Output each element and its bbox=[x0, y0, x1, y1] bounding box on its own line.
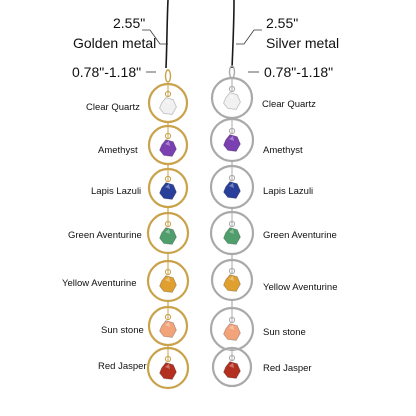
right-ring-size: 0.78"-1.18" bbox=[264, 64, 334, 80]
gold-quartz-stone bbox=[159, 97, 177, 115]
gold-jump-ring bbox=[164, 132, 172, 140]
gold-jump-ring bbox=[164, 220, 172, 228]
silver-jump-ring bbox=[228, 127, 236, 135]
gold-amethyst-stone bbox=[159, 139, 177, 157]
gold-jump-ring bbox=[164, 90, 172, 98]
gold-red-jasper-stone bbox=[159, 362, 177, 380]
right-stone-label: Clear Quartz bbox=[262, 99, 316, 110]
gold-stone-facet bbox=[165, 99, 170, 104]
right-stone-label: Amethyst bbox=[263, 145, 303, 156]
left-cord-length: 2.55" bbox=[113, 15, 146, 31]
silver-green-aventurine-stone bbox=[223, 227, 241, 245]
right-stone-label: Sun stone bbox=[263, 327, 306, 338]
right-stone-label: Yellow Aventurine bbox=[263, 282, 338, 293]
gold-lapis-stone bbox=[159, 182, 177, 200]
silver-jump-ring bbox=[228, 85, 236, 93]
gold-yellow-aventurine-stone bbox=[159, 275, 177, 293]
silver-stone-facet bbox=[229, 325, 234, 330]
silver-yellow-aventurine-stone bbox=[223, 274, 241, 292]
left-stone-label: Amethyst bbox=[98, 145, 138, 156]
left-metal-label: Golden metal bbox=[73, 35, 157, 51]
gold-chain bbox=[146, 69, 190, 390]
gold-stone-facet bbox=[165, 322, 170, 327]
gold-top-loop bbox=[164, 69, 172, 83]
silver-stone-facet bbox=[229, 183, 234, 188]
silver-chain bbox=[209, 65, 255, 388]
left-stone-label: Lapis Lazuli bbox=[91, 186, 142, 197]
gold-stone-facet bbox=[165, 229, 170, 234]
silver-stone-facet bbox=[229, 363, 234, 368]
right-cord bbox=[231, 0, 235, 69]
silver-red-jasper-stone bbox=[223, 361, 241, 379]
silver-jump-ring bbox=[228, 316, 236, 324]
silver-stone-facet bbox=[229, 94, 234, 99]
left-length-leader bbox=[142, 29, 168, 45]
right-stone-label: Red Jasper bbox=[263, 363, 312, 374]
gold-jump-ring bbox=[164, 355, 172, 363]
gold-jump-ring bbox=[164, 313, 172, 321]
gold-stone-facet bbox=[165, 277, 170, 282]
gold-sunstone-stone bbox=[159, 320, 177, 338]
silver-jump-ring bbox=[228, 267, 236, 275]
left-stone-label: Green Aventurine bbox=[68, 230, 142, 241]
gold-jump-ring bbox=[164, 268, 172, 276]
left-stone-label: Red Jasper bbox=[98, 361, 147, 372]
left-stone-label: Clear Quartz bbox=[86, 102, 140, 113]
silver-jump-ring bbox=[228, 174, 236, 182]
right-cord-length: 2.55" bbox=[266, 15, 299, 31]
silver-quartz-stone bbox=[223, 92, 241, 110]
silver-lapis-stone bbox=[223, 181, 241, 199]
gold-stone-facet bbox=[165, 141, 170, 146]
silver-stone-facet bbox=[229, 276, 234, 281]
left-stone-label: Yellow Aventurine bbox=[62, 278, 137, 289]
gold-green-aventurine-stone bbox=[159, 227, 177, 245]
right-stone-label: Lapis Lazuli bbox=[263, 186, 314, 197]
left-ring-size: 0.78"-1.18" bbox=[72, 64, 142, 80]
left-cord bbox=[165, 0, 169, 69]
gold-jump-ring bbox=[164, 175, 172, 183]
gold-stone-facet bbox=[165, 364, 170, 369]
left-stone-label: Sun stone bbox=[101, 325, 144, 336]
silver-amethyst-stone bbox=[223, 134, 241, 152]
gold-stone-facet bbox=[165, 184, 170, 189]
silver-sunstone-stone bbox=[223, 323, 241, 341]
right-metal-label: Silver metal bbox=[266, 35, 340, 51]
right-stone-label: Green Aventurine bbox=[263, 230, 337, 241]
right-length-leader bbox=[236, 29, 262, 45]
silver-stone-facet bbox=[229, 229, 234, 234]
silver-jump-ring bbox=[228, 220, 236, 228]
silver-jump-ring bbox=[228, 354, 236, 362]
silver-stone-facet bbox=[229, 136, 234, 141]
silver-top-loop bbox=[228, 65, 236, 79]
